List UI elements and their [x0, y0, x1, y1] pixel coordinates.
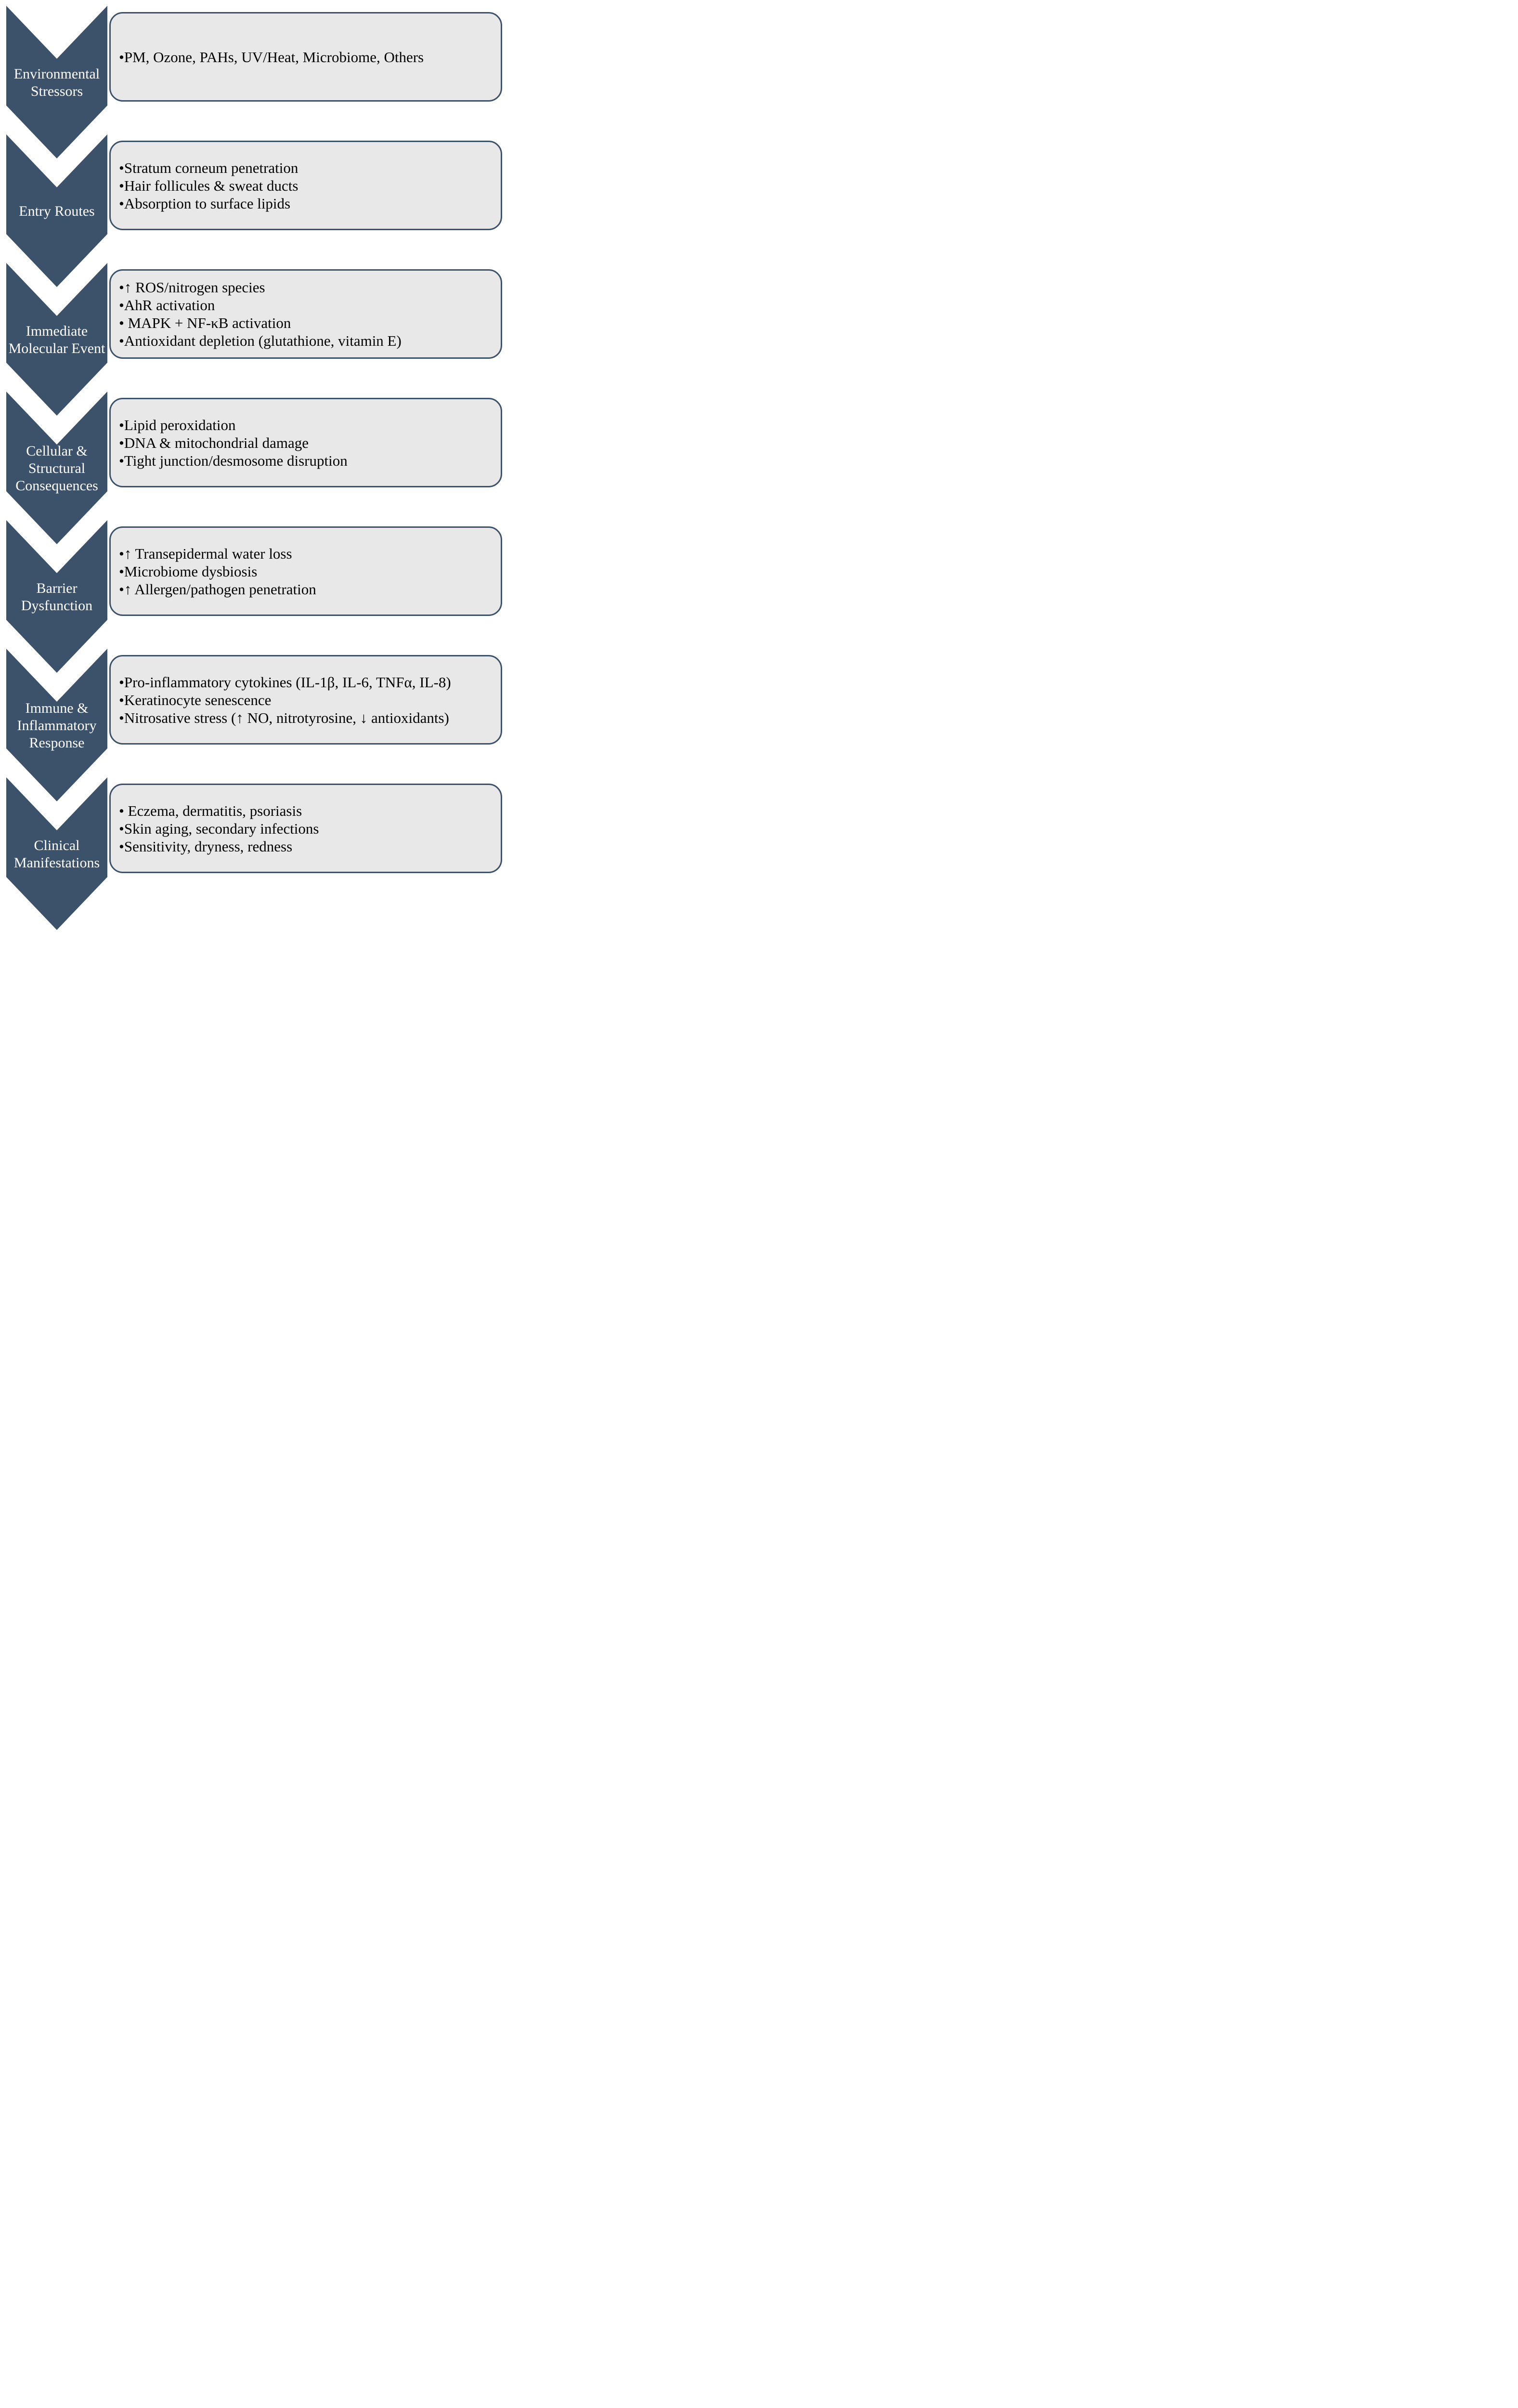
bullet-item: •Skin aging, secondary infections: [119, 820, 319, 837]
stage-content-box: •Pro-inflammatory cytokines (IL-1β, IL-6…: [109, 655, 502, 745]
chevron-flow-diagram: Environmental Stressors •PM, Ozone, PAHs…: [0, 0, 506, 933]
stage-label: Entry Routes: [19, 203, 95, 219]
stage-barrier-dysfunction: Barrier Dysfunction •↑ Transepidermal wa…: [0, 520, 506, 673]
stage-label: Immune & Inflammatory Response: [17, 700, 97, 751]
bullet-item: •PM, Ozone, PAHs, UV/Heat, Microbiome, O…: [119, 48, 424, 65]
stage-label: Clinical Manifestations: [13, 838, 100, 871]
bullet-item: •↑ Allergen/pathogen penetration: [119, 580, 316, 598]
stage-content-box: •↑ Transepidermal water loss •Microbiome…: [109, 526, 502, 616]
stage-cellular-structural-consequences: Cellular & Structural Consequences •Lipi…: [0, 392, 506, 544]
bullet-item: •Hair follicules & sweat ducts: [119, 177, 298, 194]
bullet-list: •↑ Transepidermal water loss •Microbiome…: [111, 545, 322, 598]
chevron-down-arrow-shape: Clinical Manifestations: [6, 777, 107, 930]
stage-clinical-manifestations: Clinical Manifestations • Eczema, dermat…: [0, 777, 506, 930]
bullet-item: •Absorption to surface lipids: [119, 195, 291, 212]
stage-content-box: •Lipid peroxidation •DNA & mitochondrial…: [109, 398, 502, 487]
bullet-item: •Pro-inflammatory cytokines (IL-1β, IL-6…: [119, 673, 451, 691]
bullet-item: •Keratinocyte senescence: [119, 691, 272, 708]
bullet-list: •Pro-inflammatory cytokines (IL-1β, IL-6…: [111, 673, 457, 727]
bullet-item: •Antioxidant depletion (glutathione, vit…: [119, 332, 402, 349]
stage-content-box: •↑ ROS/nitrogen species •AhR activation …: [109, 269, 502, 359]
bullet-item: •AhR activation: [119, 297, 215, 314]
stage-entry-routes: Entry Routes •Stratum corneum penetratio…: [0, 134, 506, 287]
bullet-list: •↑ ROS/nitrogen species •AhR activation …: [111, 278, 407, 350]
bullet-item: • Eczema, dermatitis, psoriasis: [119, 802, 302, 819]
stage-immune-inflammatory-response: Immune & Inflammatory Response •Pro-infl…: [0, 649, 506, 801]
stage-environmental-stressors: Environmental Stressors •PM, Ozone, PAHs…: [0, 6, 506, 158]
stage-content-box: •Stratum corneum penetration •Hair folli…: [109, 141, 502, 230]
stage-content-box: • Eczema, dermatitis, psoriasis •Skin ag…: [109, 784, 502, 873]
stage-label: Cellular & Structural Consequences: [15, 443, 98, 494]
stage-content-box: •PM, Ozone, PAHs, UV/Heat, Microbiome, O…: [109, 12, 502, 102]
bullet-list: •PM, Ozone, PAHs, UV/Heat, Microbiome, O…: [111, 48, 429, 66]
stage-immediate-molecular-event: Immediate Molecular Event •↑ ROS/nitroge…: [0, 263, 506, 416]
bullet-item: •Stratum corneum penetration: [119, 159, 298, 176]
stage-label: Immediate Molecular Event: [8, 323, 105, 356]
bullet-item: •Sensitivity, dryness, redness: [119, 838, 293, 855]
bullet-list: •Stratum corneum penetration •Hair folli…: [111, 159, 304, 212]
bullet-item: •Microbiome dysbiosis: [119, 563, 258, 580]
bullet-list: • Eczema, dermatitis, psoriasis •Skin ag…: [111, 802, 325, 855]
stage-label: Environmental Stressors: [13, 66, 100, 99]
bullet-list: •Lipid peroxidation •DNA & mitochondrial…: [111, 416, 353, 470]
stage-label: Barrier Dysfunction: [21, 580, 93, 614]
bullet-item: •Nitrosative stress (↑ NO, nitrotyrosine…: [119, 709, 449, 726]
bullet-item: •↑ ROS/nitrogen species: [119, 279, 265, 296]
bullet-item: •↑ Transepidermal water loss: [119, 545, 292, 562]
bullet-item: • MAPK + NF-κB activation: [119, 314, 291, 331]
bullet-item: •Tight junction/desmosome disruption: [119, 452, 348, 469]
bullet-item: •Lipid peroxidation: [119, 416, 236, 433]
bullet-item: •DNA & mitochondrial damage: [119, 434, 309, 451]
